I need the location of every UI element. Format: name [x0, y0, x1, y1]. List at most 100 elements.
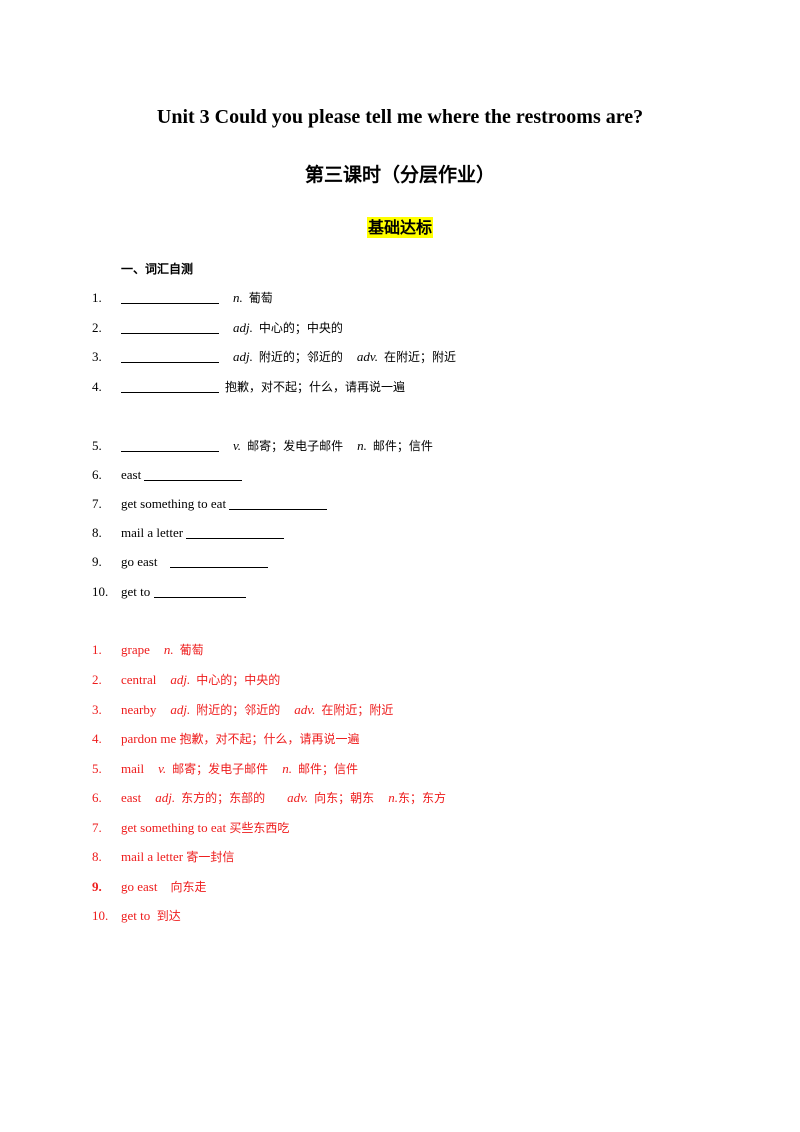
answer-blank[interactable]	[186, 525, 285, 539]
phrase: east	[121, 467, 142, 482]
definition: 邮件；信件	[297, 762, 358, 776]
answer-number: 3.	[92, 702, 102, 717]
part-of-speech: adj.	[233, 349, 253, 364]
answer-row: 8. mail a letter 寄一封信	[0, 847, 800, 867]
definition: 邮件；信件	[372, 439, 433, 453]
part-of-speech: v.	[233, 438, 242, 453]
definition: 向东走	[170, 880, 207, 894]
question-row: 6. east	[0, 465, 800, 485]
answer-word: grape	[121, 642, 150, 657]
question-number: 10.	[92, 584, 109, 599]
answer-blank[interactable]	[121, 320, 219, 334]
definition: 抱歉，对不起；什么，请再说一遍	[179, 732, 360, 746]
phrase: get something to eat	[121, 496, 227, 511]
question-row: 7. get something to eat	[0, 494, 800, 514]
definition: 向东；朝东	[314, 791, 375, 805]
definition: 在附近；附近	[383, 350, 456, 364]
phrase: mail a letter	[121, 525, 184, 540]
definition: 在附近；附近	[321, 703, 394, 717]
answer-blank[interactable]	[121, 290, 219, 304]
question-number: 8.	[92, 525, 102, 540]
answer-blank[interactable]	[144, 467, 243, 481]
question-number: 9.	[92, 554, 102, 569]
definition: 邮寄；发电子邮件	[172, 762, 269, 776]
answer-number: 1.	[92, 642, 102, 657]
question-row: 2. adj.中心的；中央的	[0, 318, 800, 338]
question-row: 3. adj. 附近的；邻近的 adv. 在附近；附近	[0, 347, 800, 367]
question-number: 7.	[92, 496, 102, 511]
question-number: 3.	[92, 349, 102, 364]
part-of-speech: adj.	[155, 790, 176, 805]
part-of-speech: n.	[357, 438, 367, 453]
question-row: 1. n.葡萄	[0, 288, 800, 308]
answer-row: 10. get to 到达	[0, 906, 800, 926]
answer-number: 9.	[92, 879, 102, 894]
level-heading: 基础达标	[0, 214, 800, 239]
definition: 东；东方	[397, 791, 446, 805]
answer-word: east	[121, 790, 142, 805]
question-row: 8. mail a letter	[0, 523, 800, 543]
answer-word: pardon me	[121, 731, 177, 746]
part-of-speech: v.	[158, 761, 167, 776]
question-row: 5. v. 邮寄；发电子邮件 n. 邮件；信件	[0, 436, 800, 456]
answer-blank[interactable]	[229, 496, 328, 510]
answer-blank[interactable]	[170, 554, 269, 568]
answer-row: 2. central adj. 中心的；中央的	[0, 670, 800, 690]
question-number: 2.	[92, 320, 102, 335]
question-row: 9. go east	[0, 552, 800, 572]
part-of-speech: n.	[388, 790, 398, 805]
question-row: 4. 抱歉，对不起；什么，请再说一遍	[0, 377, 800, 397]
definition: 到达	[156, 909, 181, 923]
part-of-speech: adj.	[170, 702, 191, 717]
section-heading: 一、词汇自测	[121, 262, 194, 276]
answer-blank[interactable]	[121, 379, 219, 393]
answer-blank[interactable]	[121, 438, 219, 452]
answer-word: get to	[121, 908, 151, 923]
part-of-speech: n.	[233, 290, 243, 305]
answer-number: 10.	[92, 908, 109, 923]
answer-number: 6.	[92, 790, 102, 805]
part-of-speech: adv.	[287, 790, 309, 805]
definition: 东方的；东部的	[181, 791, 266, 805]
question-number: 5.	[92, 438, 102, 453]
answer-word: mail a letter	[121, 849, 184, 864]
definition: 中心的；中央的	[196, 673, 281, 687]
part-of-speech: n.	[282, 761, 292, 776]
answer-word: mail	[121, 761, 145, 776]
definition: 葡萄	[179, 643, 204, 657]
question-number: 6.	[92, 467, 102, 482]
answer-row: 6. east adj. 东方的；东部的 adv. 向东；朝东 n.东；东方	[0, 788, 800, 808]
answer-number: 8.	[92, 849, 102, 864]
definition: 附近的；邻近的	[258, 350, 343, 364]
answer-word: nearby	[121, 702, 157, 717]
answer-row: 4. pardon me 抱歉，对不起；什么，请再说一遍	[0, 729, 800, 749]
definition: 抱歉，对不起；什么，请再说一遍	[225, 380, 406, 394]
part-of-speech: n.	[163, 642, 174, 657]
page-subtitle: 第三课时（分层作业）	[304, 164, 495, 186]
definition: 附近的；邻近的	[196, 703, 281, 717]
definition: 买些东西吃	[229, 821, 290, 835]
answer-number: 2.	[92, 672, 102, 687]
definition: 邮寄；发电子邮件	[247, 439, 344, 453]
question-number: 4.	[92, 379, 102, 394]
page-title: Unit 3 Could you please tell me where th…	[156, 106, 644, 128]
level-badge: 基础达标	[366, 217, 433, 238]
part-of-speech: adj.	[233, 320, 253, 335]
part-of-speech: adj.	[170, 672, 191, 687]
phrase: get to	[121, 584, 151, 599]
question-number: 1.	[92, 290, 102, 305]
answer-row: 1. grape n. 葡萄	[0, 640, 800, 660]
answer-blank[interactable]	[121, 349, 219, 363]
answer-number: 4.	[92, 731, 102, 746]
answer-row: 5. mail v. 邮寄；发电子邮件 n. 邮件；信件	[0, 759, 800, 779]
answer-row: 7. get something to eat 买些东西吃	[0, 818, 800, 838]
answer-number: 5.	[92, 761, 102, 776]
part-of-speech: adv.	[356, 349, 378, 364]
answer-blank[interactable]	[153, 584, 246, 598]
question-row: 10. get to	[0, 582, 800, 602]
answer-row: 9. go east 向东走	[0, 877, 800, 897]
answer-number: 7.	[92, 820, 102, 835]
answer-word: central	[121, 672, 157, 687]
definition: 寄一封信	[186, 850, 235, 864]
